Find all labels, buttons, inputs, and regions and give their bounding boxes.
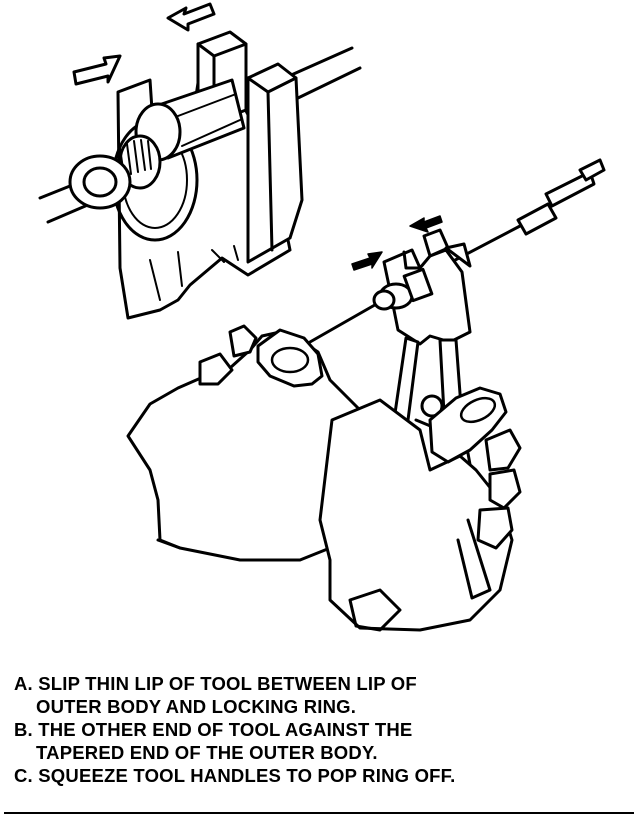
small-arrow-left-icon <box>409 215 443 233</box>
instruction-text: SQUEEZE TOOL HANDLES TO POP RING OFF. <box>38 765 456 786</box>
instruction-letter: A. <box>14 673 33 694</box>
hand-with-tool <box>126 158 606 632</box>
fuel-line-end <box>516 202 558 236</box>
instruction-b: B. THE OTHER END OF TOOL AGAINST THE TAP… <box>14 718 624 764</box>
tool-jaw-front <box>246 62 304 264</box>
bottom-divider <box>4 812 634 814</box>
instruction-a: A. SLIP THIN LIP OF TOOL BETWEEN LIP OF … <box>14 672 624 718</box>
right-hand <box>318 398 514 632</box>
illustration <box>38 2 606 632</box>
instruction-text-continued: OUTER BODY AND LOCKING RING. <box>36 696 357 717</box>
fuel-line <box>308 300 382 344</box>
arrow-right-icon <box>72 54 122 86</box>
small-arrow-right-icon <box>351 251 383 271</box>
instruction-letter: B. <box>14 719 33 740</box>
instruction-text-continued: TAPERED END OF THE OUTER BODY. <box>36 742 378 763</box>
instruction-letter: C. <box>14 765 33 786</box>
arrow-left-icon <box>166 2 216 32</box>
instruction-text: SLIP THIN LIP OF TOOL BETWEEN LIP OF <box>38 673 417 694</box>
instructions-list: A. SLIP THIN LIP OF TOOL BETWEEN LIP OF … <box>14 672 624 787</box>
detail-view <box>38 2 362 320</box>
threaded-fitting <box>68 134 162 210</box>
instruction-text: THE OTHER END OF TOOL AGAINST THE <box>38 719 413 740</box>
instruction-c: C. SQUEEZE TOOL HANDLES TO POP RING OFF. <box>14 764 624 787</box>
